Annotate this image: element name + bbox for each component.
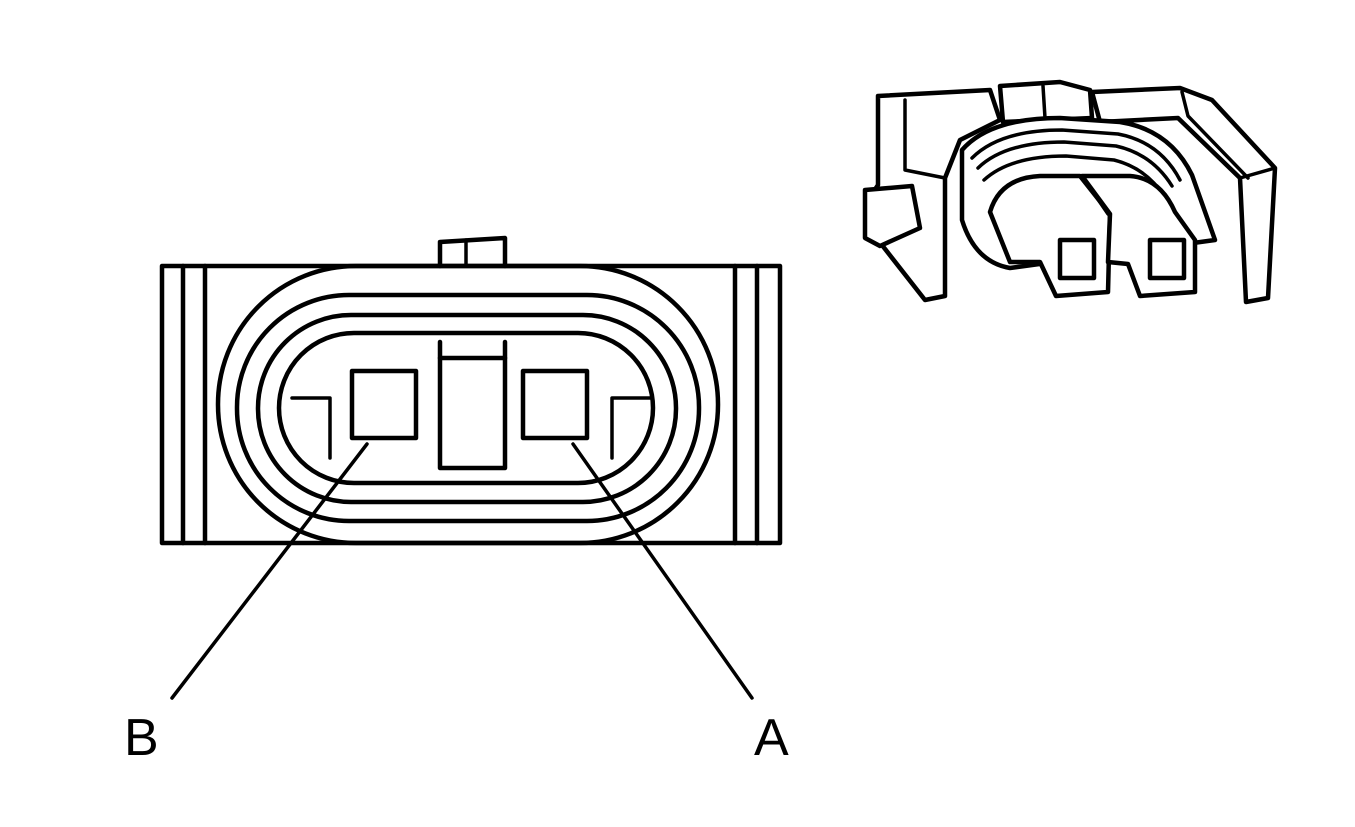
iso-latch: [997, 79, 1095, 125]
iso-tower-edge: [1080, 174, 1110, 216]
seal-ring: [234, 292, 702, 524]
iso-left-clip-foot: [862, 183, 923, 249]
locking-tab: [437, 235, 508, 269]
iso-left-clip-edge: [903, 98, 947, 180]
left-inner-step: [290, 396, 332, 460]
leader-line-b: [170, 442, 369, 700]
iso-terminal-cavity-right: [1147, 237, 1187, 281]
iso-right-clip-edge: [1180, 90, 1250, 180]
connector-isometric-view: [862, 79, 1278, 305]
right-inner-step: [610, 396, 652, 460]
iso-seal-ring: [970, 128, 1182, 182]
pin-label-a: A: [754, 709, 789, 767]
iso-seal-ring: [976, 140, 1174, 188]
iso-right-clip-edge: [1238, 166, 1277, 180]
seal-ring-inner: [276, 330, 656, 486]
connector-front-view: [159, 235, 783, 700]
terminal-cavity-b: [349, 368, 419, 441]
iso-terminal-cavity-left: [1057, 237, 1097, 281]
leader-line-a: [571, 442, 754, 700]
center-key: [437, 339, 508, 471]
terminal-cavity-a: [520, 368, 590, 441]
iso-right-clip: [1089, 85, 1278, 305]
seal-ring: [255, 312, 679, 505]
pin-label-b: B: [124, 709, 159, 767]
iso-latch-edge: [1041, 84, 1047, 120]
seal-ring-outer: [215, 263, 721, 546]
